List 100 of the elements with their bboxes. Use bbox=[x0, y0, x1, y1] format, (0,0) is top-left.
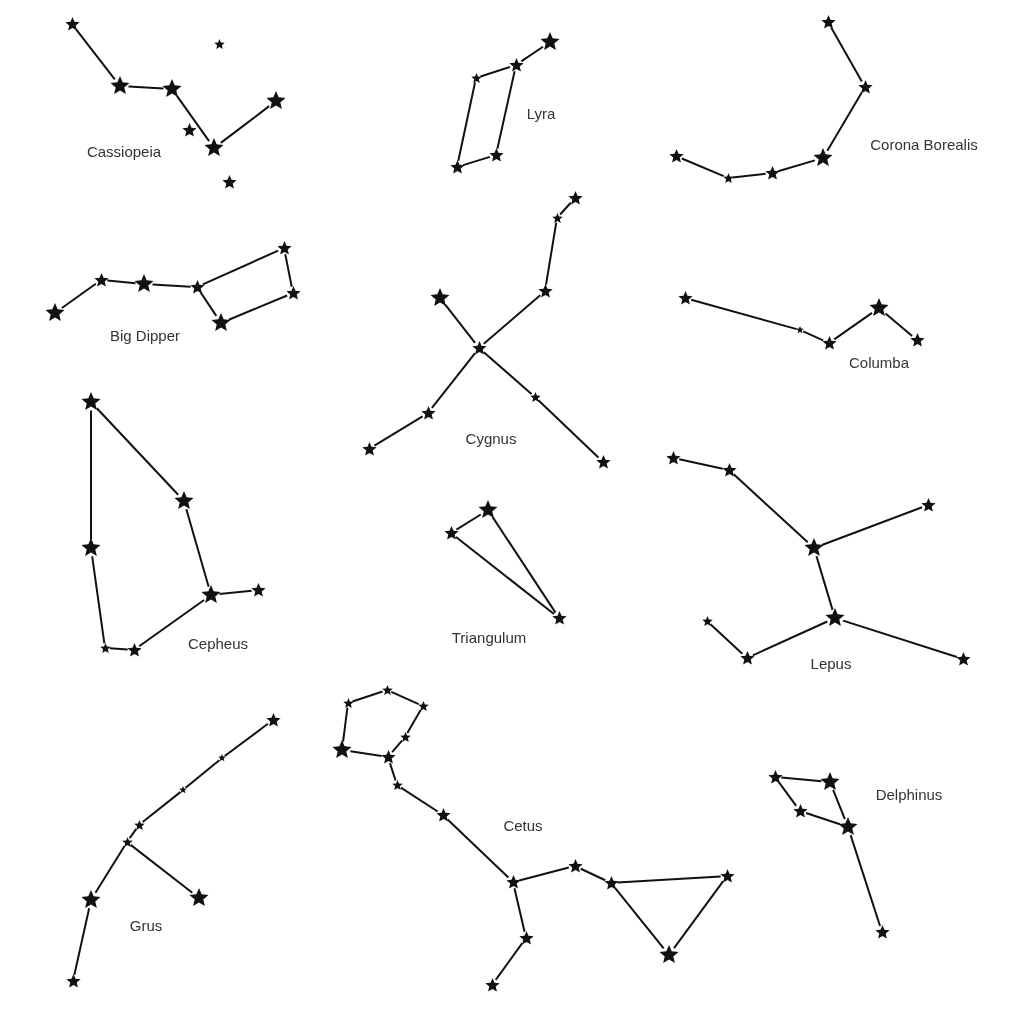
star-icon bbox=[435, 807, 451, 823]
constellation-line bbox=[406, 709, 422, 734]
star-icon bbox=[99, 642, 111, 654]
constellation-line bbox=[388, 762, 397, 782]
constellation-line bbox=[732, 473, 809, 544]
constellation-line bbox=[815, 555, 834, 611]
star-icon bbox=[719, 868, 735, 884]
constellation-line bbox=[91, 555, 106, 645]
star-icon bbox=[417, 700, 429, 712]
star-icon bbox=[595, 454, 611, 470]
constellation-line bbox=[673, 880, 725, 950]
constellation-line bbox=[537, 399, 600, 459]
constellation-line bbox=[832, 788, 846, 821]
constellation-line bbox=[559, 201, 572, 216]
star-icon bbox=[764, 165, 780, 181]
constellation-line bbox=[218, 589, 253, 596]
constellation-line bbox=[842, 619, 958, 659]
constellation-line bbox=[284, 253, 293, 288]
star-icon bbox=[93, 272, 109, 288]
constellation-line bbox=[138, 598, 206, 648]
constellation-line bbox=[351, 690, 384, 703]
star-icon bbox=[162, 79, 182, 99]
star-icon bbox=[430, 288, 450, 308]
constellation-name: Corona Borealis bbox=[870, 135, 978, 153]
star-icon bbox=[874, 924, 890, 940]
star-icon bbox=[821, 335, 837, 351]
star-icon bbox=[65, 973, 81, 989]
constellation-name: Big Dipper bbox=[110, 326, 180, 344]
star-icon bbox=[64, 16, 80, 32]
star-icon bbox=[804, 538, 824, 558]
star-icon bbox=[478, 500, 498, 520]
constellation-line bbox=[884, 312, 914, 337]
constellation-line bbox=[614, 886, 665, 950]
star-icon bbox=[201, 585, 221, 605]
constellation-line bbox=[73, 907, 91, 976]
star-icon bbox=[189, 279, 205, 295]
star-icon bbox=[110, 76, 130, 96]
star-icon bbox=[204, 138, 224, 158]
star-icon bbox=[820, 772, 840, 792]
star-icon bbox=[767, 769, 783, 785]
constellation-line bbox=[496, 70, 516, 150]
constellation-line bbox=[455, 513, 482, 531]
star-icon bbox=[276, 240, 292, 256]
star-icon bbox=[250, 582, 266, 598]
constellation-line bbox=[455, 535, 555, 616]
star-icon bbox=[722, 172, 734, 184]
star-icon bbox=[920, 497, 936, 513]
constellation-line bbox=[127, 85, 165, 90]
star-icon bbox=[470, 72, 482, 84]
constellation-line bbox=[709, 623, 744, 655]
constellation-line bbox=[520, 45, 544, 63]
star-icon bbox=[529, 391, 541, 403]
constellation-line bbox=[391, 739, 403, 754]
constellation-line bbox=[60, 282, 97, 310]
star-icon bbox=[540, 32, 560, 52]
star-icon bbox=[399, 731, 411, 743]
constellation-line bbox=[106, 279, 137, 285]
constellation-line bbox=[90, 409, 92, 541]
constellation-line bbox=[830, 26, 863, 83]
star-icon bbox=[668, 148, 684, 164]
star-icon bbox=[857, 79, 873, 95]
constellation-line bbox=[494, 942, 524, 981]
constellation-line bbox=[678, 458, 724, 470]
star-icon bbox=[265, 712, 281, 728]
constellation-line bbox=[849, 834, 882, 927]
star-icon bbox=[488, 147, 504, 163]
constellation-name: Cetus bbox=[503, 816, 543, 834]
star-icon bbox=[603, 875, 619, 891]
star-icon bbox=[869, 298, 889, 318]
star-icon bbox=[179, 786, 187, 794]
star-icon bbox=[701, 615, 713, 627]
star-icon bbox=[449, 159, 465, 175]
constellation-name: Triangulum bbox=[451, 628, 527, 646]
constellation-line bbox=[780, 776, 823, 783]
star-icon bbox=[665, 450, 681, 466]
star-icon bbox=[721, 462, 737, 478]
constellation-line bbox=[74, 28, 116, 81]
constellation-line bbox=[491, 516, 557, 614]
constellation-name: Cassiopeia bbox=[86, 142, 162, 160]
constellation-line bbox=[223, 722, 269, 757]
star-icon bbox=[659, 945, 679, 965]
constellation-line bbox=[680, 157, 725, 178]
star-icon bbox=[796, 326, 804, 334]
star-icon bbox=[189, 888, 209, 908]
constellation-line bbox=[462, 155, 491, 167]
star-icon bbox=[567, 190, 583, 206]
star-icon bbox=[391, 779, 403, 791]
star-icon bbox=[471, 340, 487, 356]
constellation-line bbox=[513, 887, 526, 933]
star-icon bbox=[443, 525, 459, 541]
star-icon bbox=[909, 332, 925, 348]
constellation-line bbox=[129, 843, 194, 894]
star-icon bbox=[361, 441, 377, 457]
constellation-line bbox=[444, 303, 477, 344]
constellation-line bbox=[482, 351, 533, 395]
star-icon bbox=[126, 642, 142, 658]
star-icon bbox=[739, 650, 755, 666]
constellation-line bbox=[342, 706, 349, 743]
star-icon bbox=[174, 491, 194, 511]
star-icon bbox=[45, 303, 65, 323]
